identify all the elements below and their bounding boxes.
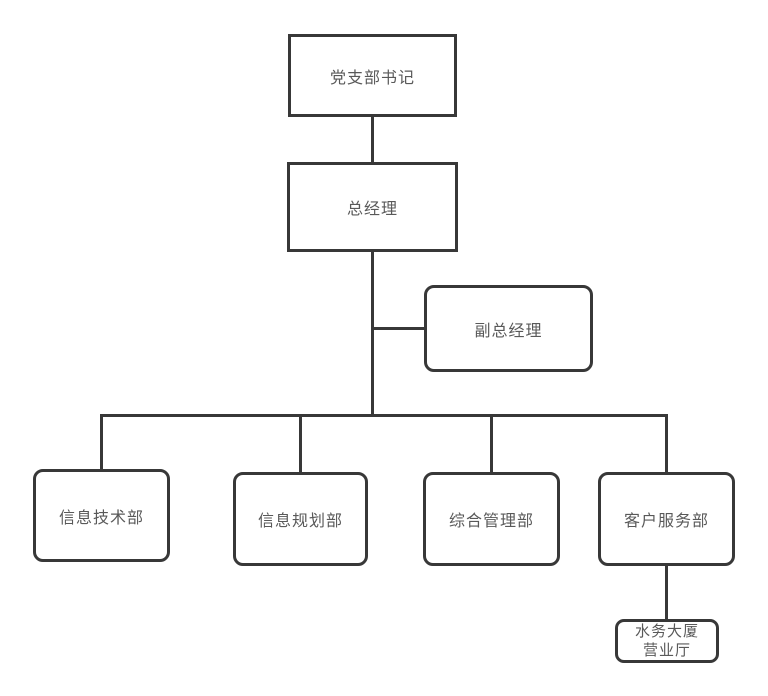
- node-deputy-general-manager: 副总经理: [424, 285, 593, 372]
- node-label: 信息技术部: [58, 509, 144, 527]
- node-information-planning-dept: 信息规划部: [233, 472, 368, 566]
- node-label-line1: 水务大厦: [634, 623, 699, 640]
- node-party-branch-secretary: 党支部书记: [288, 34, 457, 117]
- node-customer-service-dept: 客户服务部: [598, 472, 735, 566]
- node-label: 综合管理部: [448, 513, 534, 530]
- node-label: 总经理: [346, 201, 398, 218]
- node-information-technology-dept: 信息技术部: [33, 469, 170, 562]
- node-general-manager: 总经理: [287, 162, 458, 252]
- node-label: 党支部书记: [329, 69, 415, 87]
- node-label-line2: 营业厅: [642, 642, 691, 659]
- node-label: 客户服务部: [623, 513, 709, 530]
- node-label: 副总经理: [474, 322, 543, 340]
- node-label: 信息规划部: [257, 513, 343, 530]
- node-general-administration-dept: 综合管理部: [423, 472, 560, 566]
- node-water-building-service-hall: 水务大厦 营业厅: [615, 619, 719, 663]
